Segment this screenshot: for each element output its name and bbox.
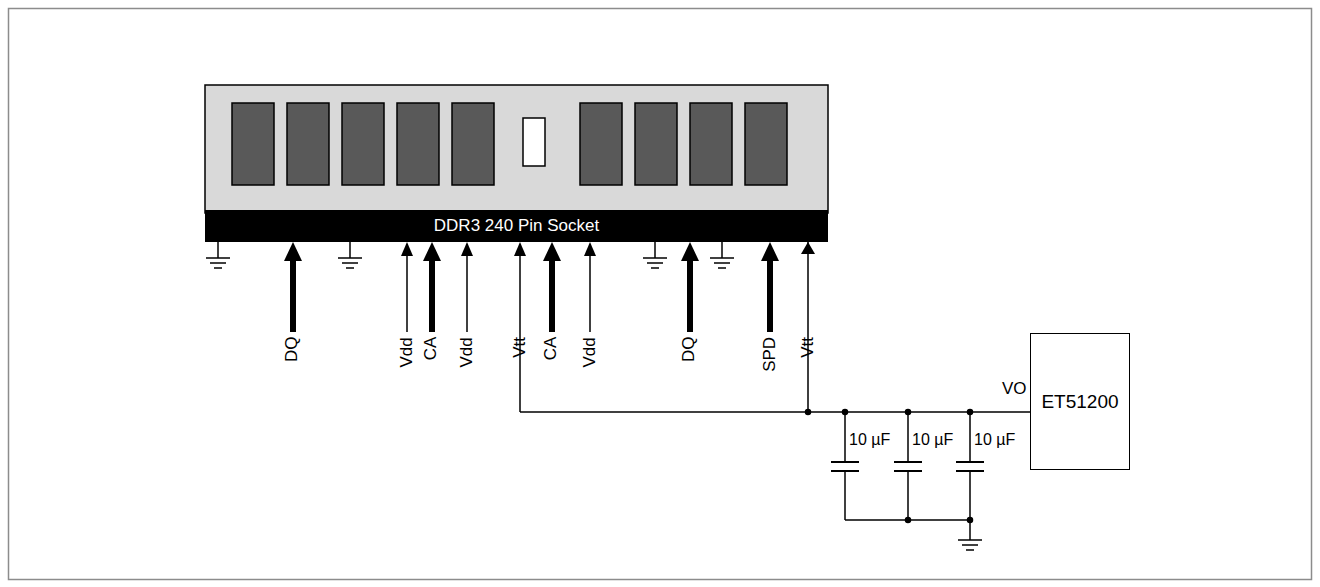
pin-arrow (423, 242, 441, 332)
chip-name: ET51200 (1041, 391, 1118, 413)
memory-chip (232, 103, 274, 185)
capacitor-value: 10 µF (974, 431, 1015, 449)
vtt-supply-wire (808, 242, 1030, 412)
signal-name: CA (423, 337, 442, 361)
ground-symbol (958, 520, 982, 550)
memory-chip (342, 103, 384, 185)
signal-name: SPD (761, 337, 780, 372)
memory-chip (635, 103, 677, 185)
pin-arrow (681, 242, 699, 332)
socket-label: DDR3 240 Pin Socket (434, 216, 599, 236)
pin-arrow (284, 242, 302, 332)
capacitor-bank (806, 410, 985, 523)
ground-symbol (338, 242, 362, 268)
memory-chip (397, 103, 439, 185)
regulator-box: ET51200 (1030, 333, 1130, 470)
memory-chip (452, 103, 494, 185)
pin-arrow (543, 242, 561, 332)
signal-name: DQ (284, 337, 303, 363)
memory-module (205, 85, 828, 213)
memory-chip (580, 103, 622, 185)
signal-name: DQ (681, 337, 700, 363)
signal-name: Vtt (799, 337, 818, 358)
pin-arrow (761, 242, 779, 332)
pin-arrow (514, 242, 808, 412)
capacitor-value: 10 µF (849, 431, 890, 449)
signal-name: Vdd (458, 337, 477, 367)
frame (9, 9, 1312, 580)
output-pin-name: VO (1002, 380, 1027, 399)
pin-arrow (401, 242, 413, 332)
memory-chip (287, 103, 329, 185)
ground-symbol (206, 242, 230, 268)
memory-chip (745, 103, 787, 185)
ground-symbol (710, 242, 734, 268)
signal-name: CA (543, 337, 562, 361)
pin-arrow (584, 242, 596, 332)
socket-bar: DDR3 240 Pin Socket (205, 210, 828, 242)
ground-symbol (643, 242, 667, 268)
pin-arrow (461, 242, 473, 332)
capacitor-value: 10 µF (912, 431, 953, 449)
signal-name: Vtt (511, 337, 530, 358)
spd-chip (523, 118, 545, 166)
signal-name: Vdd (398, 337, 417, 367)
signal-name: Vdd (581, 337, 600, 367)
memory-chip (690, 103, 732, 185)
